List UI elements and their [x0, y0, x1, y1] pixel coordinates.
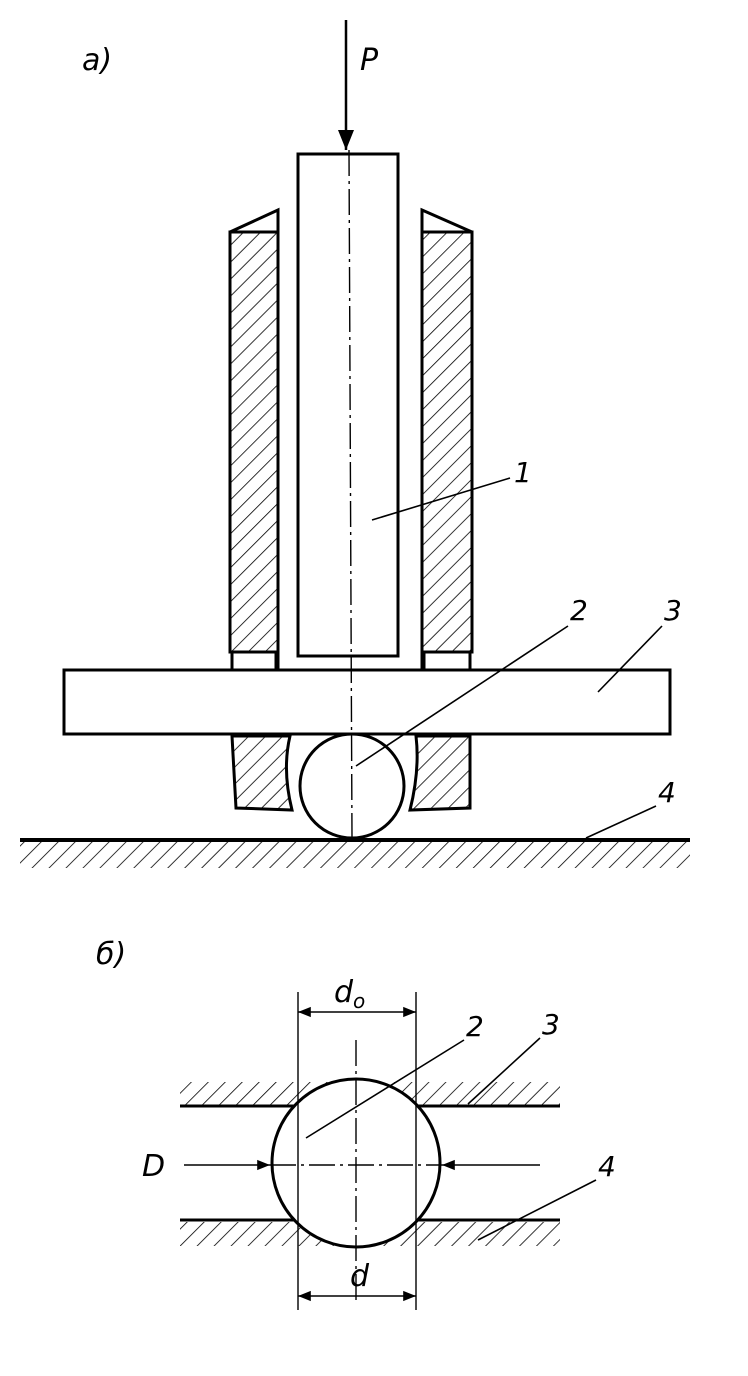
callout-3: 3 [664, 594, 682, 627]
left-lower-holder [230, 734, 294, 812]
right-sleeve-spacer [422, 650, 472, 672]
right-lower-holder [408, 734, 472, 812]
center-line-a [348, 149, 353, 839]
dim-bottom-label: d [350, 1259, 370, 1294]
leader-b3 [467, 1037, 541, 1105]
figure-a: а) P 1 2 3 4 [20, 20, 690, 868]
plunger [296, 152, 400, 658]
leader-3 [597, 625, 663, 693]
leader-b4 [477, 1179, 597, 1241]
right-sleeve-chamfer [420, 207, 473, 234]
dim-top-label: do [334, 975, 365, 1013]
left-sleeve-chamfer [229, 207, 280, 234]
plate [62, 668, 672, 736]
panel-label-b: б) [96, 937, 126, 972]
right-sleeve [420, 230, 474, 654]
dim-left-label: D [142, 1149, 165, 1184]
leader-2 [355, 625, 569, 767]
figure-b: б) do d D 2 3 4 [96, 937, 616, 1310]
callout-4: 4 [658, 776, 676, 809]
panel-label-a: а) [82, 43, 112, 78]
callout-b2: 2 [466, 1010, 484, 1043]
callout-b4: 4 [598, 1150, 616, 1183]
left-sleeve-spacer [230, 650, 278, 672]
left-sleeve [228, 230, 280, 654]
force-label: P [360, 43, 379, 78]
callout-1: 1 [514, 456, 532, 489]
callout-2: 2 [570, 594, 588, 627]
leader-1 [371, 477, 511, 521]
leader-b2 [305, 1039, 465, 1139]
base-hatch [20, 842, 690, 868]
callout-b3: 3 [542, 1008, 560, 1041]
leader-4 [585, 805, 657, 839]
